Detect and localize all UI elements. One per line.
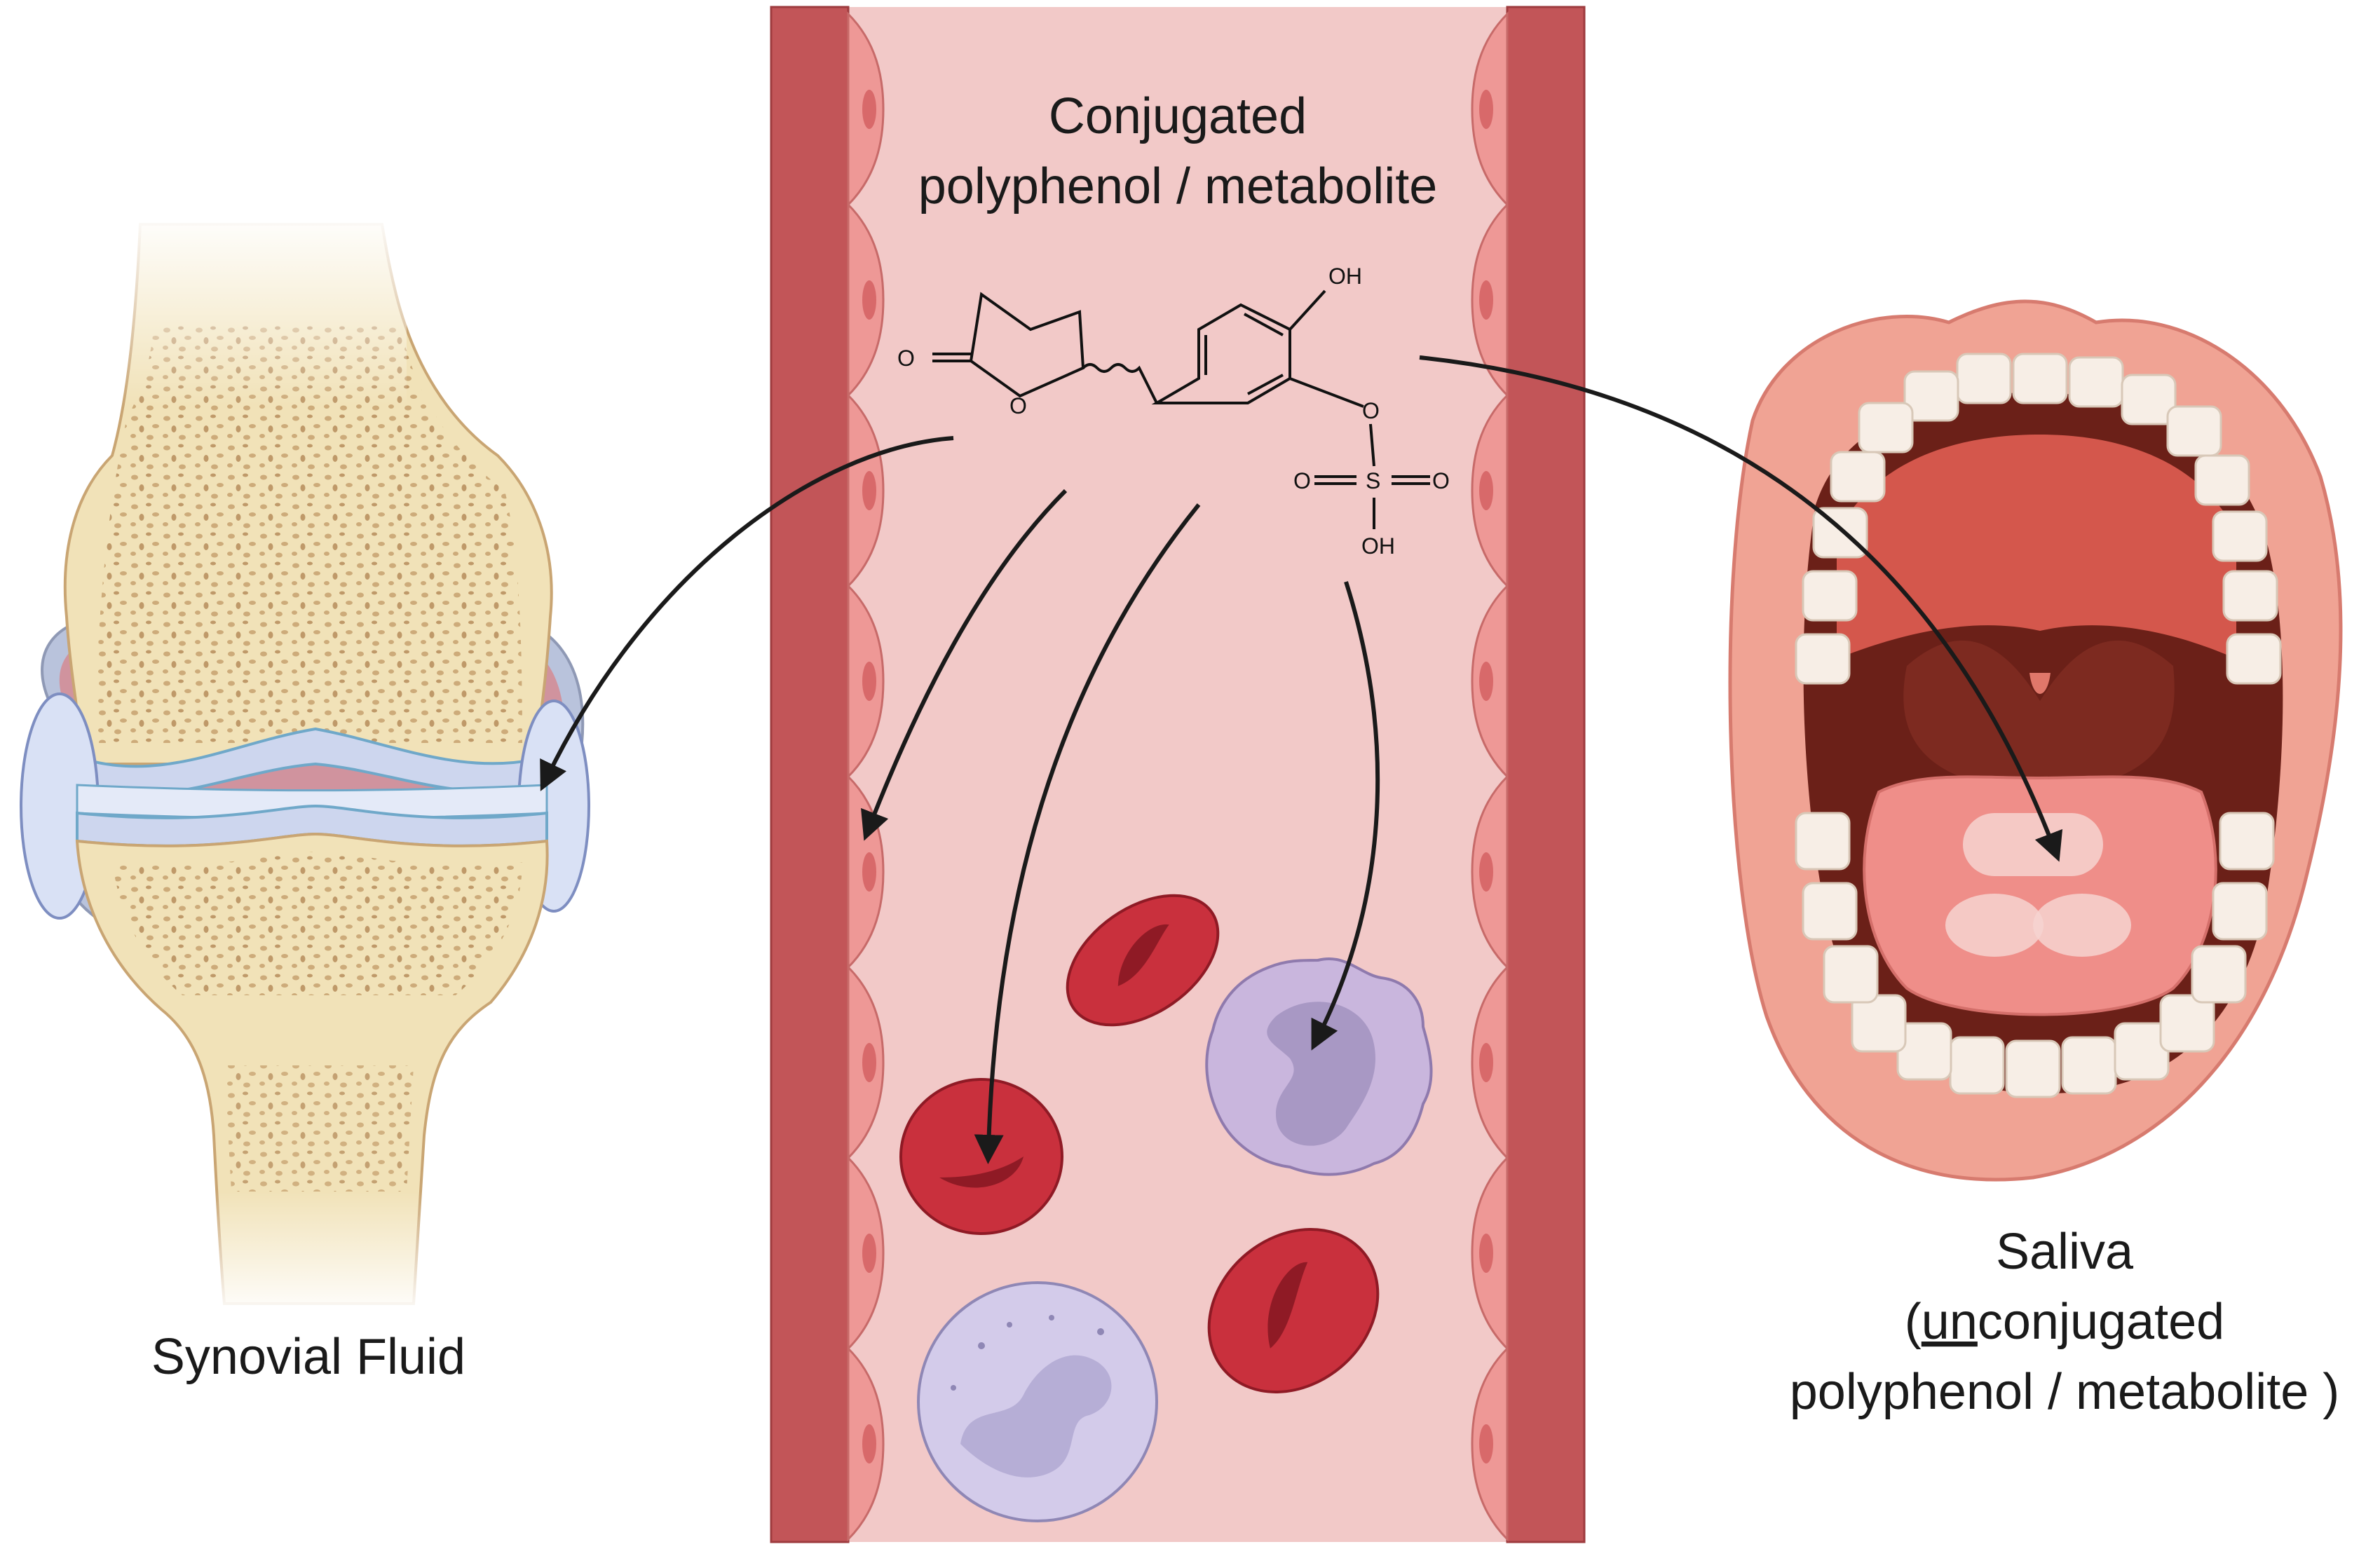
arrow-to-white-blood-cell	[1311, 581, 1380, 1051]
endothelial-cell	[1471, 11, 1509, 207]
tooth	[2219, 812, 2275, 871]
arrow-to-synovial-fluid	[540, 436, 954, 791]
endothelial-cell	[847, 1155, 885, 1351]
tooth	[2068, 356, 2124, 408]
tooth	[2005, 1039, 2061, 1098]
tooth	[2121, 374, 2177, 425]
tooth	[1830, 451, 1886, 503]
tooth	[2212, 510, 2268, 562]
vessel-title-line1: Conjugated	[1049, 88, 1307, 144]
endothelial-cell	[1471, 1346, 1509, 1542]
arrow-to-saliva	[1419, 355, 2063, 862]
saliva-label-line3: polyphenol / metabolite )	[1790, 1364, 2339, 1420]
saliva-label-line1: Saliva	[1996, 1224, 2134, 1280]
tooth	[1795, 812, 1851, 871]
atom-oh-bottom: OH	[1361, 533, 1395, 559]
endothelial-cell	[847, 964, 885, 1161]
vessel-wall-left	[770, 6, 850, 1543]
tooth	[2012, 353, 2068, 404]
tooth	[1956, 353, 2012, 404]
endothelial-cell	[1471, 393, 1509, 589]
endothelial-cell	[1471, 583, 1509, 779]
tooth	[2222, 570, 2278, 622]
red-blood-cell	[1207, 1228, 1380, 1393]
tooth	[1802, 570, 1858, 622]
saliva-pool	[2033, 894, 2131, 957]
endothelial-cell	[1471, 202, 1509, 398]
blood-vessel	[770, 6, 1586, 1543]
endothelial-cell	[847, 11, 885, 207]
endothelium-left	[847, 11, 885, 1542]
atom-o-ester: O	[1362, 398, 1380, 423]
tooth	[1851, 994, 1907, 1053]
molecule-labels: OH O O O O S O OH	[897, 264, 1450, 559]
tooth	[2226, 633, 2282, 685]
tooth	[1812, 507, 1868, 559]
tooth	[2166, 405, 2222, 457]
uvula	[2029, 673, 2051, 694]
saliva-un-underlined: un	[1922, 1294, 1978, 1350]
vessel-title-line2: polyphenol / metabolite	[918, 158, 1438, 214]
atom-oh-top: OH	[1328, 264, 1362, 289]
palate	[1837, 435, 2236, 659]
tooth	[1858, 402, 1914, 453]
tooth	[1903, 370, 1959, 422]
white-blood-cell	[917, 1281, 1158, 1522]
tooth	[1823, 945, 1879, 1004]
saliva-pool	[1963, 813, 2103, 876]
endothelial-cell	[1471, 1155, 1509, 1351]
tooth	[2191, 945, 2247, 1004]
tooth	[2194, 454, 2250, 506]
saliva-pool	[1945, 894, 2044, 957]
endothelial-cell	[1471, 964, 1509, 1161]
endothelial-cell	[1471, 774, 1509, 970]
tooth	[1795, 633, 1851, 685]
saliva-label-line2: (unconjugated	[1905, 1294, 2224, 1350]
white-blood-cell	[1205, 957, 1433, 1176]
vessel-lumen	[771, 7, 1584, 1542]
atom-o-carbonyl: O	[897, 346, 915, 371]
knee-joint	[20, 210, 590, 1318]
endothelial-cell	[847, 1346, 885, 1542]
endothelial-cell	[847, 393, 885, 589]
red-blood-cell	[1066, 894, 1220, 1027]
arrow-to-red-blood-cell	[974, 503, 1201, 1164]
endothelium-right	[1471, 11, 1509, 1542]
arrow-to-endothelium	[861, 489, 1068, 841]
atom-o-right: O	[1432, 468, 1450, 493]
upper-teeth	[1795, 353, 2282, 685]
tooth	[1802, 882, 1858, 941]
arrows	[540, 355, 2063, 1164]
red-blood-cell	[899, 1078, 1063, 1235]
endothelial-cell	[847, 202, 885, 398]
tooth	[1949, 1036, 2005, 1095]
tooth	[2159, 994, 2215, 1053]
molecule-structure	[932, 289, 1430, 529]
endothelial-cell	[847, 583, 885, 779]
lower-teeth	[1795, 812, 2275, 1098]
atom-o-left: O	[1293, 468, 1311, 493]
tooth	[2212, 882, 2268, 941]
open-mouth	[1728, 299, 2343, 1182]
synovial-fluid-label: Synovial Fluid	[151, 1329, 465, 1385]
vessel-wall-right	[1506, 6, 1586, 1543]
atom-o-ring: O	[1009, 393, 1027, 418]
tooth	[2061, 1036, 2117, 1095]
atom-s: S	[1366, 468, 1380, 493]
tongue	[1863, 775, 2217, 1016]
